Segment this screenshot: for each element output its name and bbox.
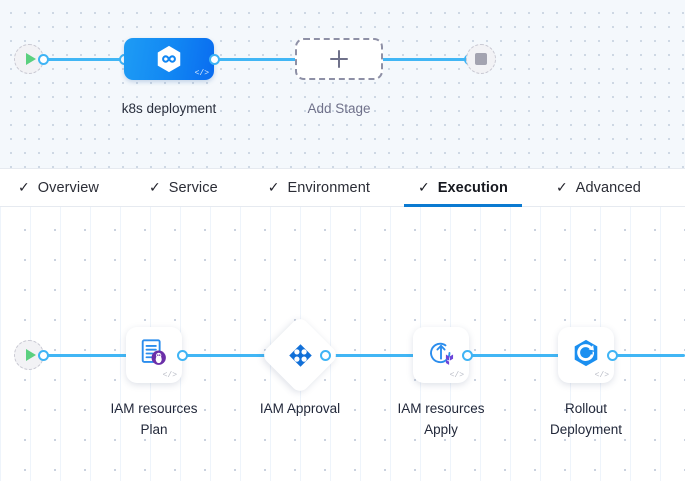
step-node-iam-resources-plan[interactable]: </> <box>126 327 182 383</box>
stage-canvas[interactable]: </> k8s deployment Add Stage <box>0 0 685 168</box>
connector-dot-start-out <box>38 54 49 65</box>
step-label-iam-approval: IAM Approval <box>259 401 341 416</box>
rollout-deployment-icon <box>570 337 602 374</box>
code-glyph-icon: </> <box>162 371 177 380</box>
connector-add-to-end <box>373 58 469 61</box>
step-label-iam-resources-apply: IAM resources Apply <box>397 401 485 437</box>
tab-label: Environment <box>287 179 370 196</box>
add-stage-button[interactable] <box>295 38 383 80</box>
code-glyph-icon: </> <box>194 69 209 78</box>
stage-end-node[interactable] <box>466 44 496 74</box>
tab-advanced[interactable]: ✓ Advanced <box>552 169 645 206</box>
stage-node-k8s-deployment[interactable]: </> <box>124 38 214 80</box>
check-icon: ✓ <box>148 178 161 195</box>
connector-stage-to-add <box>215 58 305 61</box>
harness-approval-icon <box>272 327 328 383</box>
connector-apply-to-rollout <box>467 354 567 357</box>
connector-approval-to-apply <box>325 354 420 357</box>
add-stage-label: Add Stage <box>307 101 371 116</box>
connector-dot-stage-out <box>209 54 220 65</box>
code-glyph-icon: </> <box>594 371 609 380</box>
connector-dot-apply-out <box>462 350 473 361</box>
check-icon: ✓ <box>267 178 280 195</box>
connector-dot-rollout-out <box>607 350 618 361</box>
step-node-rollout-deployment[interactable]: </> <box>558 327 614 383</box>
stage-config-tabs: ✓ Overview ✓ Service ✓ Environment ✓ Exe… <box>0 168 685 207</box>
tab-label: Service <box>168 179 218 196</box>
play-icon <box>25 53 36 65</box>
connector-start-to-plan <box>38 354 138 357</box>
tab-label: Advanced <box>575 179 641 196</box>
tab-execution[interactable]: ✓ Execution <box>404 169 522 207</box>
terraform-plan-icon <box>138 337 170 374</box>
execution-canvas[interactable]: </> IAM resources Plan <box>0 205 685 481</box>
tab-environment[interactable]: ✓ Environment <box>264 169 374 206</box>
connector-dot-plan-out <box>177 350 188 361</box>
tab-overview[interactable]: ✓ Overview <box>14 169 103 206</box>
terraform-apply-icon <box>425 337 457 374</box>
tab-service[interactable]: ✓ Service <box>145 169 222 206</box>
harness-deployment-hexagon-icon <box>154 44 184 74</box>
stage-node-label: k8s deployment <box>121 101 217 116</box>
tab-label: Overview <box>37 179 99 196</box>
step-label-rollout-deployment: Rollout Deployment <box>549 401 623 437</box>
connector-start-to-stage <box>38 58 128 61</box>
step-label-iam-resources-plan: IAM resources Plan <box>110 401 198 437</box>
connector-rollout-outgoing <box>612 354 685 357</box>
connector-dot-exec-start-out <box>38 350 49 361</box>
check-icon: ✓ <box>555 178 568 195</box>
play-icon <box>25 349 36 361</box>
step-node-iam-resources-apply[interactable]: </> <box>413 327 469 383</box>
plus-icon <box>330 50 348 68</box>
tab-label: Execution <box>437 179 508 196</box>
connector-plan-to-approval <box>182 354 277 357</box>
code-glyph-icon: </> <box>449 371 464 380</box>
check-icon: ✓ <box>418 178 430 195</box>
check-icon: ✓ <box>18 178 30 195</box>
stop-icon <box>475 53 487 65</box>
connector-dot-approval-out <box>320 350 331 361</box>
